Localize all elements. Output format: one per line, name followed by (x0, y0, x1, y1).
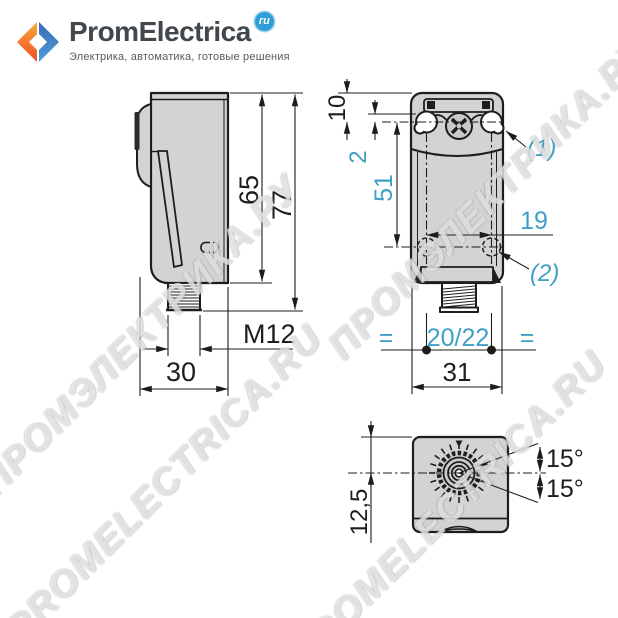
side-m12-connector (166, 282, 202, 312)
dim-front-offset: 2 (345, 150, 372, 163)
dim-front-width: 31 (443, 357, 472, 387)
callout-2-label: (2) (530, 260, 559, 287)
dim-side-thread: M12 (243, 319, 296, 349)
side-view-dimensions (139, 92, 303, 396)
front-adjustment-screw (445, 112, 473, 140)
side-head-window (134, 112, 140, 150)
side-cable-entry-mark (200, 241, 219, 254)
equal-symbol-right: = (520, 324, 535, 352)
dim-front-hole-pitch-horizontal: 19 (520, 207, 548, 235)
side-view (134, 91, 230, 312)
side-head-bump (136, 103, 152, 188)
dim-bottom-angle-down: 15° (546, 475, 584, 503)
callout-1-label: (1) (527, 135, 556, 162)
bottom-view (348, 435, 546, 534)
side-lens-wedge (157, 150, 183, 268)
front-mounting-hole-left (413, 110, 438, 135)
dim-front-slot-pitch: 20/22 (427, 324, 490, 352)
front-view (382, 91, 505, 313)
dim-front-top-to-axis: 10 (324, 95, 351, 122)
dim-side-total-height: 77 (267, 190, 297, 220)
dim-front-hole-pitch-vertical: 51 (370, 174, 398, 202)
brand-badge-ru: ru (254, 12, 274, 31)
promelectrica-logo[interactable]: PromElectrica ru Электрика, автоматика, … (16, 12, 290, 64)
promelectrica-diamond-icon (17, 22, 59, 62)
equal-symbol-left: = (379, 324, 394, 352)
front-label-plate (423, 98, 494, 113)
dim-side-body-height: 65 (234, 175, 264, 205)
front-m12-connector (439, 282, 479, 313)
front-hidden-hole-right (481, 237, 502, 257)
front-view-dimensions (338, 79, 553, 394)
bottom-view-dimensions (361, 421, 544, 543)
brand-tagline: Электрика, автоматика, готовые решения (69, 51, 290, 63)
dim-bottom-angle-up: 15° (546, 445, 584, 473)
front-hidden-hole-left (416, 237, 437, 257)
dim-side-depth: 30 (166, 357, 196, 387)
dim-bottom-axis-depth: 12,5 (346, 489, 373, 536)
bottom-lens (440, 525, 478, 533)
brand-name: PromElectrica (69, 16, 251, 47)
